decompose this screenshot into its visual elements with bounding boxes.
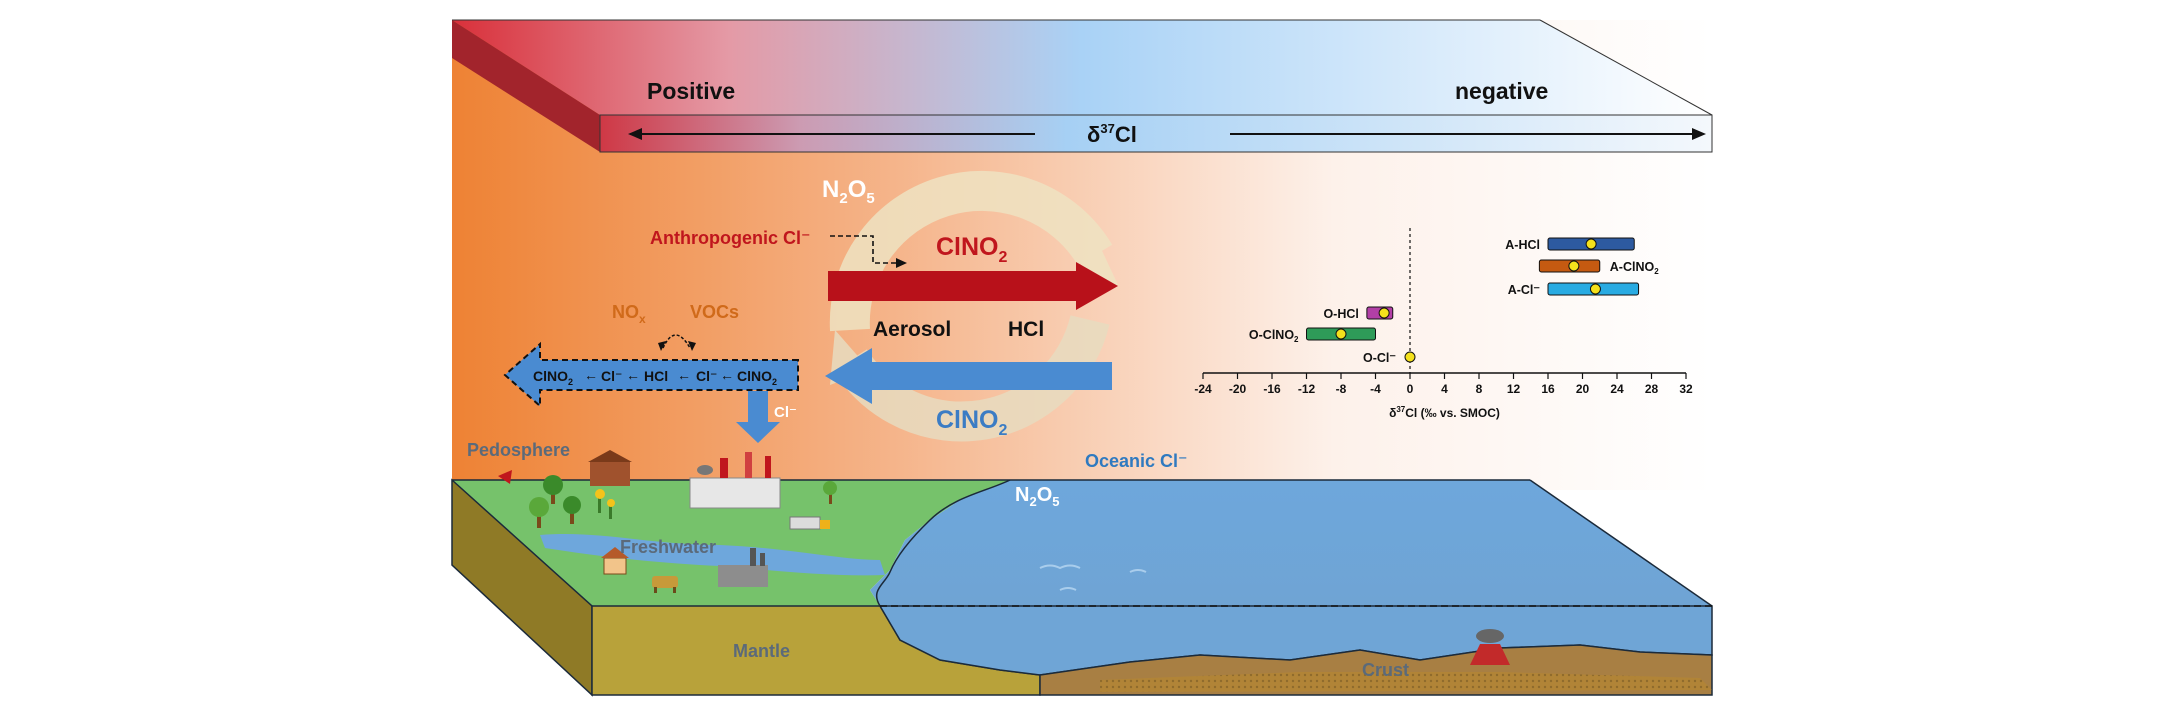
house-icon [601,547,629,575]
cl-down-label: Cl⁻ [774,404,797,421]
negative-label: negative [1455,78,1548,104]
x-tick-label: -4 [1370,382,1381,396]
red-clno2-arrow [828,262,1118,310]
oceanic-cl-label: Oceanic Cl⁻ [1085,451,1188,471]
chain-arrow-1: ← [584,367,598,383]
mean-point-2 [1568,260,1580,272]
x-axis-label: δ37Cl (‰ vs. SMOC) [1389,405,1500,420]
positive-label: Positive [647,78,735,104]
series-label-6: O-Cl⁻ [1363,351,1396,365]
chain-arrow-4: ← [720,367,734,383]
mantle-label: Mantle [733,641,790,661]
land-decorations [498,450,837,593]
isotope-banner: Positive negative δ37Cl [452,19,1713,153]
nox-label: NOx [612,302,646,326]
tree-icon [529,497,549,528]
series-label-2: A-ClNO2 [1610,260,1659,276]
anthropogenic-cl-label: Anthropogenic Cl⁻ [650,228,811,248]
mean-point-1 [1585,238,1597,250]
chain-arrow-3: ← [677,367,691,383]
chain-clno2-left: ClNO2 [533,368,573,387]
tree-icon [823,481,837,504]
x-tick-label: -20 [1229,382,1247,396]
delta-cl-label: δ37Cl [1087,121,1137,147]
left-arrowhead [628,128,642,140]
tree-icon [563,496,581,524]
barn-icon [588,450,632,486]
sunflower-icon [595,489,605,513]
x-tick-label: 8 [1476,382,1483,396]
n2o5-bottom-label: N2O5 [1015,484,1059,509]
cl-down-arrow [736,391,780,443]
reaction-chain: ClNO2 ← Cl⁻ ← HCl ← Cl⁻ ← ClNO2 [533,367,777,387]
x-tick-label: 4 [1441,382,1448,396]
bird-icon [498,470,512,484]
series-label-3: A-Cl⁻ [1508,283,1541,297]
aerosol-label: Aerosol [873,318,951,341]
vocs-label: VOCs [690,302,739,322]
x-tick-label: 20 [1576,382,1590,396]
factory-icon [689,452,781,509]
red-clno2-label: ClNO2 [936,233,1008,266]
x-tick-label: 28 [1645,382,1659,396]
hcl-label: HCl [1008,318,1044,341]
tree-icon [543,475,563,504]
pedosphere-label: Pedosphere [467,440,570,460]
anthropogenic-dashed-arrow [830,235,900,264]
x-tick-label: 12 [1507,382,1521,396]
mean-point-5 [1335,328,1347,340]
x-tick-label: -12 [1298,382,1316,396]
cow-icon [652,576,678,593]
series-label-5: O-ClNO2 [1249,328,1299,344]
sunflower-icon [607,499,615,519]
x-tick-label: -24 [1194,382,1212,396]
crust-label: Crust [1362,660,1409,680]
series-label-4: O-HCl [1323,307,1358,321]
reaction-chain-arrow [503,341,799,409]
x-tick-label: 0 [1407,382,1414,396]
chain-hcl: HCl [644,368,668,384]
ocean-surface [870,480,1712,606]
right-arrowhead [1692,128,1706,140]
chain-cl-2: Cl⁻ [696,368,717,384]
blue-clno2-label: ClNO2 [936,406,1008,439]
x-tick-label: -8 [1336,382,1347,396]
mean-point-3 [1589,283,1601,295]
x-tick-label: 16 [1541,382,1555,396]
mean-point-4 [1378,307,1390,319]
chain-cl-1: Cl⁻ [601,368,622,384]
freshwater-river [540,533,885,576]
x-tick-label: 24 [1610,382,1624,396]
n2o5-top-label: N2O5 [822,176,875,207]
mean-point-6 [1404,351,1416,363]
chain-arrow-2: ← [626,367,640,383]
landscape-block [451,478,1713,697]
isotope-range-chart: -24 -20 -16 -12 -8 -4 0 4 8 12 16 20 24 28 32 δ37Cl (‰ … [1194,228,1693,420]
x-tick-label: -16 [1263,382,1281,396]
series-label-1: A-HCl [1505,238,1540,252]
chain-clno2-right: ClNO2 [737,368,777,387]
truck-icon [789,516,830,530]
x-tick-label: 32 [1679,382,1693,396]
anthropogenic-arrowhead [896,258,907,268]
freshwater-label: Freshwater [620,537,716,557]
blue-clno2-arrow [825,348,1112,404]
industrial-plant-icon [718,548,768,587]
volcano-icon [1470,644,1510,665]
